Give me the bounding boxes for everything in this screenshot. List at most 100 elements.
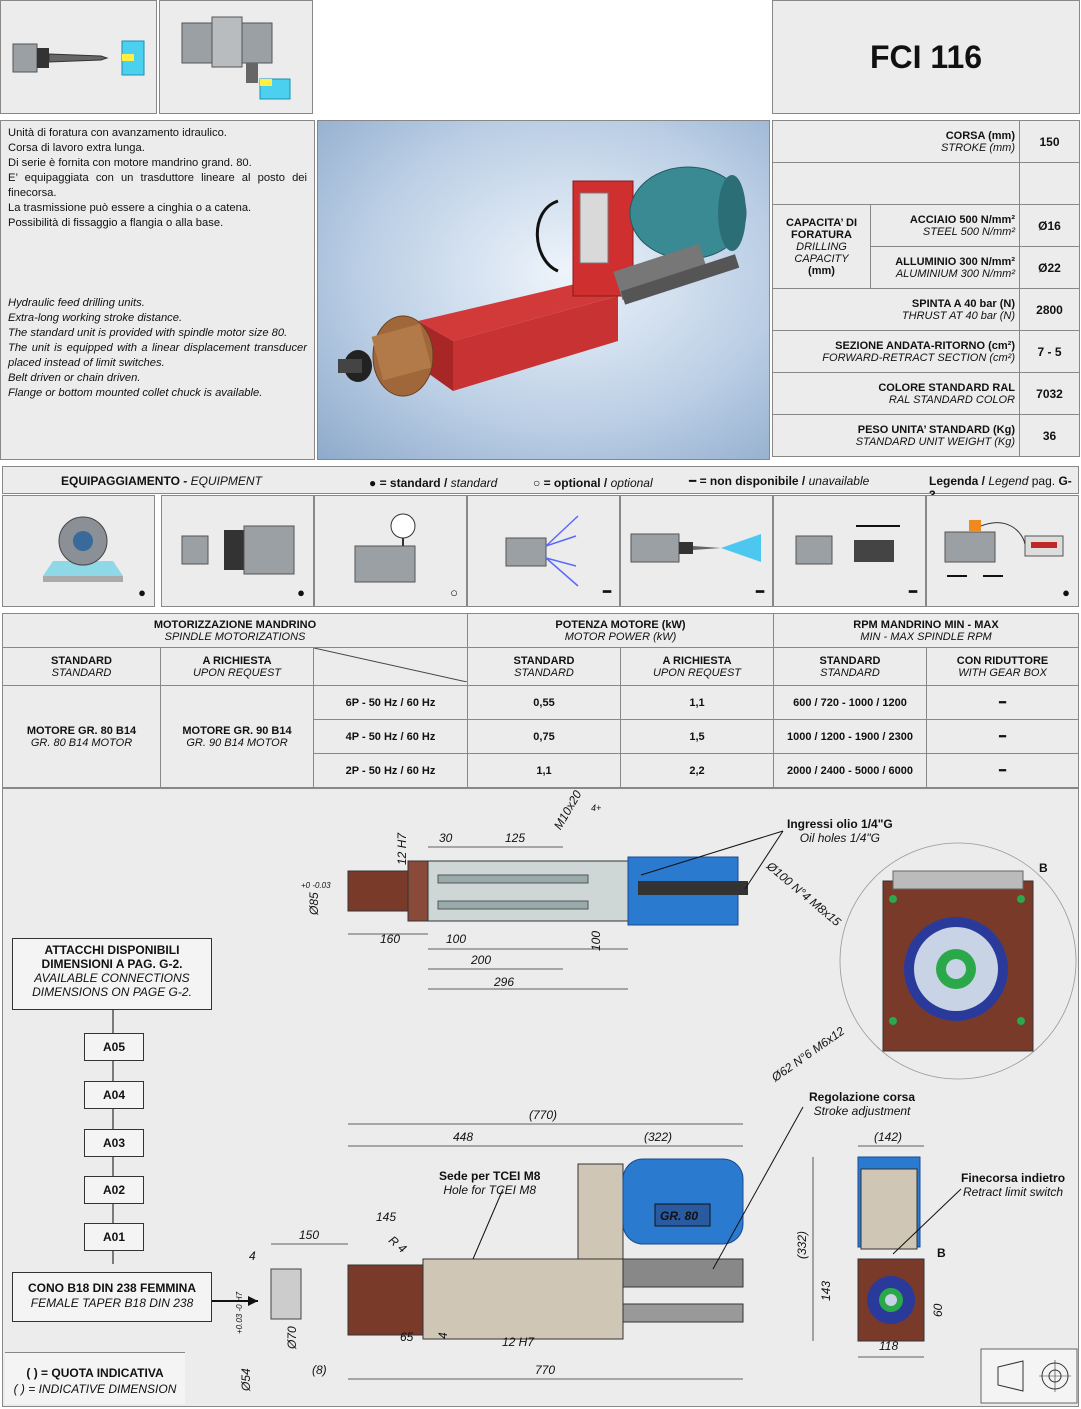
dim-label: 770 — [535, 1363, 556, 1377]
spec-label-it: ALLUMINIO 300 N/mm² — [895, 255, 1015, 268]
dim-label: 100 — [446, 932, 467, 946]
dim-label: 65 — [400, 1330, 414, 1344]
through-coolant-icon — [630, 533, 761, 563]
spec-thrust-label: SPINTA A 40 bar (N) THRUST AT 40 bar (N) — [772, 288, 1020, 331]
spec-unit: (mm) — [808, 264, 835, 277]
col-it: STANDARD — [819, 654, 881, 667]
connection-a03: A03 — [84, 1129, 144, 1157]
col-en: STANDARD — [820, 666, 880, 679]
drill-icon-box — [0, 0, 157, 114]
col-it: STANDARD — [513, 654, 575, 667]
motor-en: GR. 90 B14 MOTOR — [186, 736, 288, 749]
unit-icon-box — [159, 0, 313, 114]
technical-drawing: ATTACCHI DISPONIBILI DIMENSIONI A PAG. G… — [2, 788, 1079, 1407]
table-row: 4P - 50 Hz / 60 Hz 0,75 1,5 1000 / 1200 … — [3, 719, 1079, 754]
spec-steel-value: Ø16 — [1019, 204, 1080, 247]
dim-label: 4 — [249, 1249, 256, 1263]
dim-label: (8) — [312, 1363, 327, 1377]
equipment-title: EQUIPAGGIAMENTO - EQUIPMENT — [61, 474, 262, 488]
spec-label-en: RAL STANDARD COLOR — [888, 393, 1015, 406]
equipment-transducer: ● — [926, 495, 1079, 607]
spec-section-label: SEZIONE ANDATA-RITORNO (cm²) FORWARD-RET… — [772, 330, 1020, 373]
dim-label: +0 -0.03 — [301, 881, 331, 890]
dim-label: 125 — [505, 831, 526, 845]
spec-label-en: DRILLING CAPACITY — [794, 240, 849, 265]
legenda-en: Legend — [988, 474, 1029, 488]
dim-label: 145 — [376, 1210, 397, 1224]
header-it: RPM MANDRINO MIN - MAX — [853, 618, 999, 631]
description-panel — [0, 120, 315, 460]
gear-cell: ━ — [926, 753, 1079, 788]
equipment-symbol: ━ — [603, 584, 611, 599]
dim-label: 12 H7 — [502, 1335, 535, 1349]
taper-info-en: FEMALE TAPER B18 DIN 238 — [30, 1296, 194, 1310]
spec-color-label: COLORE STANDARD RAL RAL STANDARD COLOR — [772, 372, 1020, 415]
dim-label: (322) — [644, 1130, 673, 1144]
equipment-symbol: ━ — [756, 584, 764, 599]
spec-label-it: PESO UNITA’ STANDARD (Kg) — [857, 423, 1015, 436]
drilling-tool-icon — [12, 40, 145, 76]
indicative-note-it: ( ) = QUOTA INDICATIVA — [26, 1366, 164, 1380]
dim-label: 160 — [380, 932, 401, 946]
motor-en: GR. 80 B14 MOTOR — [30, 736, 133, 749]
power-std-cell: 1,1 — [467, 753, 621, 788]
col-en: STANDARD — [51, 666, 112, 679]
rpm-cell: 1000 / 1200 - 1900 / 2300 — [773, 719, 927, 754]
callout-it: Regolazione corsa — [809, 1090, 916, 1104]
desc-en-line: Extra-long working stroke distance. — [8, 312, 183, 324]
desc-en-line: Flange or bottom mounted collet chuck is… — [8, 387, 263, 399]
desc-it-line: La trasmissione può essere a cinghia o a… — [8, 202, 252, 214]
dim-label: 200 — [471, 953, 492, 967]
power-std-cell: 0,55 — [467, 685, 621, 720]
unit-side-icon — [181, 16, 291, 100]
col-it: A RICHIESTA — [662, 654, 732, 667]
connections-info-it: ATTACCHI DISPONIBILI DIMENSIONI A PAG. G… — [41, 943, 183, 971]
connection-a01: A01 — [84, 1223, 144, 1251]
callout-en: Retract limit switch — [963, 1185, 1064, 1199]
spec-label-en: FORWARD-RETRACT SECTION (cm²) — [822, 351, 1015, 364]
spec-label-it: SPINTA A 40 bar (N) — [911, 297, 1015, 310]
dim-label: 12 H7 — [395, 832, 409, 865]
legend-optional-it: = optional / — [543, 476, 611, 490]
gear-cell: ━ — [926, 719, 1079, 754]
header-en: MOTOR POWER (kW) — [564, 630, 677, 643]
equipment-header: EQUIPAGGIAMENTO - EQUIPMENT ● = standard… — [2, 466, 1079, 502]
table-row: 2P - 50 Hz / 60 Hz 1,1 2,2 2000 / 2400 -… — [3, 753, 1079, 788]
col-en: UPON REQUEST — [192, 666, 281, 679]
spec-label-it: COLORE STANDARD RAL — [878, 381, 1015, 394]
dim-label: Ø85 — [307, 892, 321, 915]
dim-label: 296 — [494, 975, 515, 989]
dim-label: 448 — [453, 1130, 474, 1144]
spec-thrust-value: 2800 — [1019, 288, 1080, 331]
header-en: SPINDLE MOTORIZATIONS — [164, 630, 306, 643]
equipment-coolant-spray: ━ — [467, 495, 620, 607]
dim-label: Ø70 — [285, 1326, 299, 1349]
dim-label: 30 — [439, 831, 453, 845]
tool-holder-icon — [795, 525, 900, 565]
connection-a04: A04 — [84, 1081, 144, 1109]
indicative-note: ( ) = QUOTA INDICATIVA ( ) = INDICATIVE … — [5, 1352, 185, 1404]
motor-header-power: POTENZA MOTORE (kW)MOTOR POWER (kW) — [467, 613, 774, 648]
desc-it-line: Di serie è fornita con motore mandrino g… — [8, 157, 252, 169]
dim-label: 118 — [879, 1339, 899, 1353]
dim-label: (770) — [529, 1108, 558, 1122]
spec-empty-value — [1019, 162, 1080, 205]
connections-info-box: ATTACCHI DISPONIBILI DIMENSIONI A PAG. G… — [12, 938, 212, 1010]
legenda-page: pag. — [1031, 474, 1059, 488]
equipment-symbol: ● — [138, 585, 146, 600]
power-req-cell: 1,1 — [620, 685, 774, 720]
header-it: POTENZA MOTORE (kW) — [555, 618, 686, 631]
legend-optional: ○ = optional / optional — [533, 476, 653, 490]
equipment-symbol: ○ — [450, 585, 458, 600]
spec-label-en: STEEL 500 N/mm² — [922, 225, 1015, 238]
spec-section-value: 7 - 5 — [1019, 330, 1080, 373]
